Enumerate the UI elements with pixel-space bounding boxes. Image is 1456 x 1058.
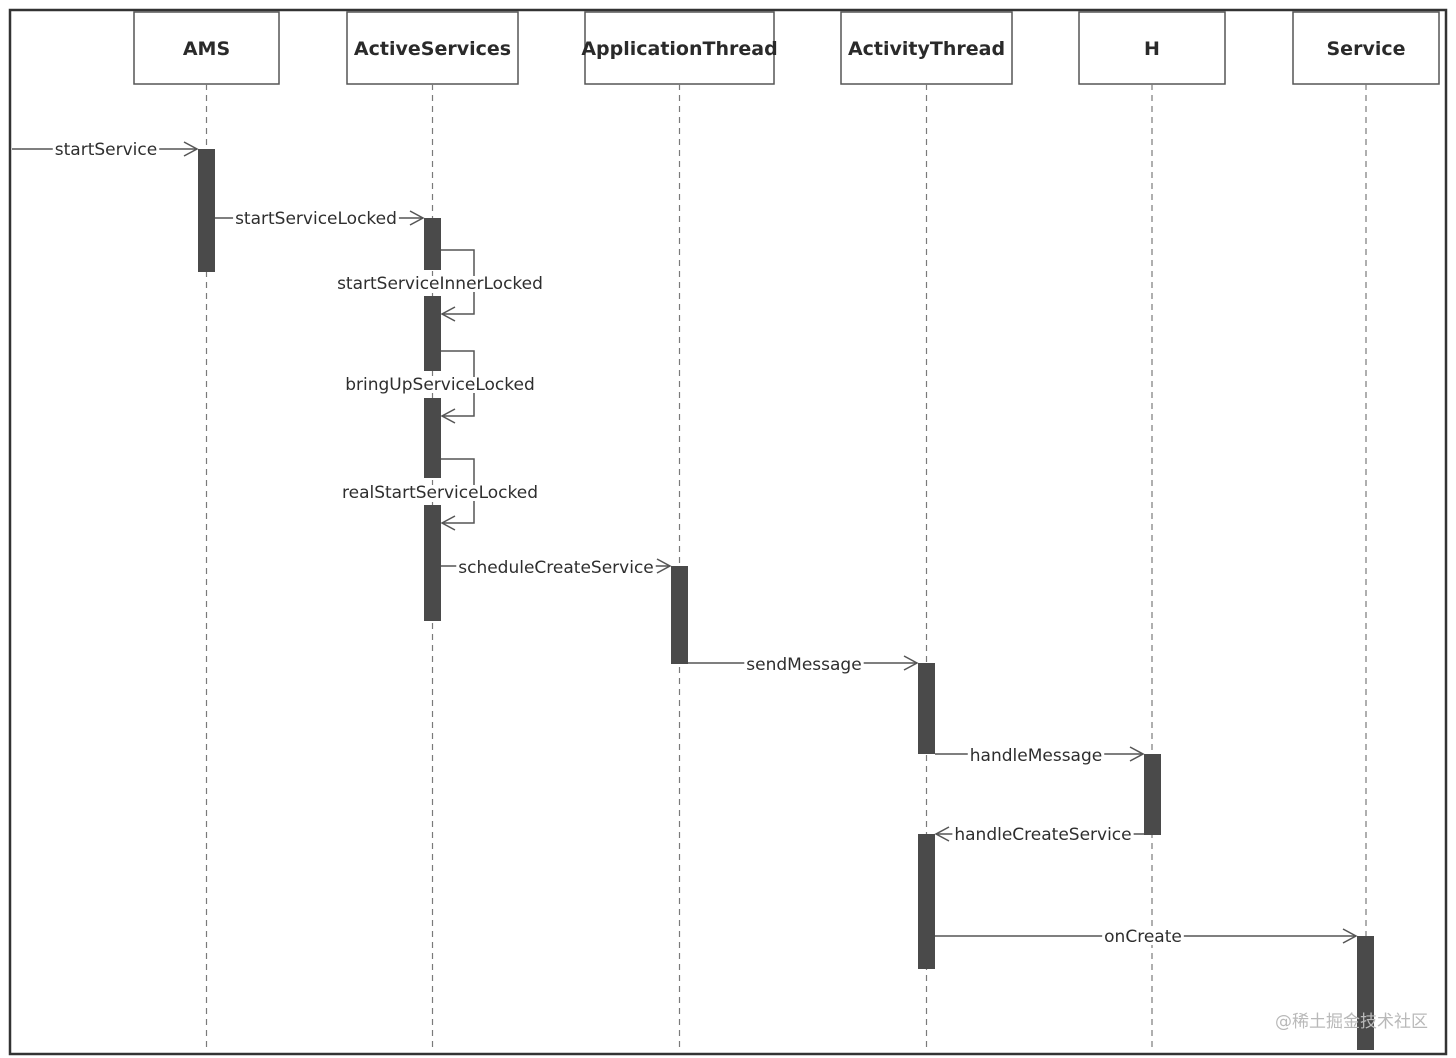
arrowhead	[656, 558, 672, 574]
arrowhead	[1342, 928, 1358, 944]
message-label: bringUpServiceLocked	[345, 375, 535, 395]
arrowhead	[440, 515, 456, 531]
participant-name: ApplicationThread	[581, 38, 777, 60]
participant-name: ActiveServices	[354, 38, 511, 60]
arrowhead	[934, 826, 950, 842]
watermark-text: @稀土掘金技术社区	[1275, 1012, 1428, 1032]
participant-activity-thread: ActivityThread	[840, 11, 1013, 85]
message-labels: startService startServiceLocked startSer…	[52, 140, 1184, 947]
message-label: sendMessage	[746, 655, 861, 675]
message-label: startService	[55, 140, 157, 160]
activation-ams	[198, 149, 215, 272]
participant-h: H	[1078, 11, 1226, 85]
message-label-background	[456, 560, 656, 576]
participant-application-thread: ApplicationThread	[581, 11, 778, 85]
message-label: handleMessage	[970, 746, 1102, 766]
participant-active-services: ActiveServices	[346, 11, 519, 85]
arrowhead	[409, 210, 425, 226]
participant-name: AMS	[183, 38, 230, 60]
message-label-background	[744, 657, 864, 673]
message-label-background	[1102, 929, 1184, 945]
activation-activity-thread-2	[918, 834, 935, 969]
participant-name: Service	[1327, 38, 1406, 60]
message-label: startServiceInnerLocked	[337, 274, 543, 294]
message-label-background	[340, 485, 540, 501]
message-label: realStartServiceLocked	[342, 483, 538, 503]
arrowhead	[903, 655, 919, 671]
message-label: scheduleCreateService	[458, 558, 654, 578]
activation-bars	[198, 149, 1374, 1050]
message-label-background	[233, 211, 399, 227]
participant-service: Service	[1292, 11, 1440, 85]
message-label-background	[952, 827, 1134, 843]
message-label: handleCreateService	[954, 825, 1131, 845]
participant-ams: AMS	[133, 11, 280, 85]
activation-activity-thread-1	[918, 663, 935, 754]
message-label-background	[335, 276, 545, 292]
participant-name: ActivityThread	[848, 38, 1005, 60]
arrowhead	[1129, 746, 1145, 762]
message-label: onCreate	[1104, 927, 1182, 947]
activation-application-thread	[671, 566, 688, 664]
arrowhead	[183, 141, 199, 157]
activation-service	[1357, 936, 1374, 1050]
message-label: startServiceLocked	[235, 209, 397, 229]
activation-active-4	[424, 505, 441, 621]
activation-active-3	[424, 398, 441, 478]
activation-active-2	[424, 296, 441, 371]
diagram-frame	[8, 8, 1448, 1056]
participant-name: H	[1144, 38, 1160, 60]
message-label-background	[967, 748, 1105, 764]
activation-h	[1144, 754, 1161, 835]
arrowhead	[440, 306, 456, 322]
message-label-background	[52, 142, 160, 158]
activation-active-1	[424, 218, 441, 270]
arrowhead	[440, 408, 456, 424]
message-label-background	[343, 377, 537, 393]
